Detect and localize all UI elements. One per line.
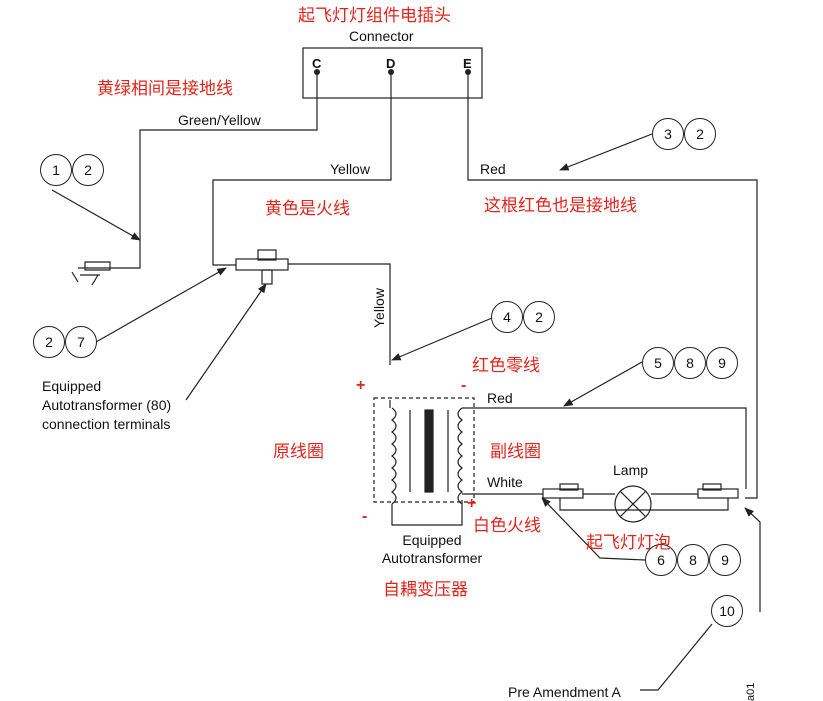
pre-amendment-label: Pre Amendment A [508, 684, 621, 700]
leader-c7-up [744, 507, 761, 612]
terminal-block [235, 258, 289, 271]
annotation-secondary: 副线圈 [490, 442, 541, 462]
primary-coil [391, 407, 397, 505]
annotation-hot-yellow: 黄色是火线 [265, 199, 350, 219]
connector-box [302, 47, 483, 99]
annotation-plug: 起飞灯灯组件电插头 [298, 6, 451, 26]
red-ground-wire [467, 72, 758, 499]
yellow-wire [212, 72, 392, 266]
green-yellow-wire [117, 72, 318, 269]
lamp-symbol [614, 485, 652, 523]
leader-c1 [51, 189, 141, 241]
pin-c-label: C [312, 56, 322, 71]
terminals-label: Equipped Autotransformer (80) connection… [42, 378, 172, 432]
pin-e-label: E [463, 56, 472, 71]
lamp-label: Lamp [613, 462, 649, 478]
leader-c7 [640, 623, 713, 691]
yellow-wire-down [288, 263, 391, 365]
leader-terminals [185, 283, 267, 401]
leader-c3 [95, 267, 227, 343]
annotation-bulb: 起飞灯灯泡 [586, 533, 671, 553]
red-secondary-wire [462, 407, 747, 489]
polarity-plus-primary: + [356, 377, 366, 394]
connector-title: Connector [349, 28, 414, 44]
ground-stud [71, 261, 117, 286]
leader-c5 [563, 361, 643, 407]
autotransformer-label: Equipped Autotransformer [381, 532, 483, 566]
wire-label-yellow: Yellow [330, 161, 370, 177]
annotation-ground-gy: 黄绿相间是接地线 [97, 79, 233, 99]
wire-label-green-yellow: Green/Yellow [178, 112, 261, 128]
polarity-plus-secondary: + [467, 495, 477, 512]
leader-c6 [541, 497, 646, 561]
leader-c2 [559, 133, 653, 171]
leader-c4 [391, 317, 493, 361]
wire-label-red-secondary: Red [487, 390, 513, 406]
wire-label-red: Red [480, 161, 506, 177]
annotation-primary: 原线圈 [273, 442, 324, 462]
pin-d-label: D [386, 56, 396, 71]
secondary-coil [457, 407, 463, 505]
polarity-minus-primary: - [362, 508, 368, 525]
figure-code: a01 [745, 682, 757, 701]
polarity-minus-secondary: - [461, 377, 467, 394]
transformer-outline [373, 397, 475, 503]
annotation-hot-white: 白色火线 [473, 516, 541, 536]
annotation-ground-red: 这根红色也是接地线 [484, 196, 637, 216]
annotation-neutral-red: 红色零线 [472, 356, 540, 376]
wire-label-white: White [487, 474, 523, 490]
annotation-autotransformer: 自耦变压器 [383, 580, 468, 600]
wire-label-yellow-vertical: Yellow [371, 288, 387, 328]
